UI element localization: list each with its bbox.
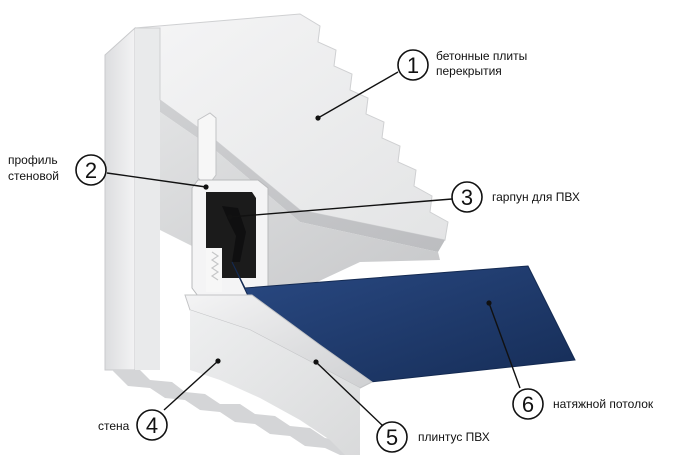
callout-label-1-line-1: бетонные плиты [436, 49, 527, 63]
callout-label-3: гарпун для ПВХ [492, 190, 580, 204]
callout-label-6: натяжной потолок [553, 397, 654, 411]
leader-dot-6 [486, 300, 492, 306]
callout-4: 4 стена [98, 409, 168, 441]
leader-dots [203, 115, 492, 365]
leader-dot-3 [227, 214, 233, 220]
leader-line-4 [163, 360, 219, 411]
callout-label-1-line-2: перекрытия [436, 64, 502, 78]
callout-2: 2 профиль стеновой [8, 153, 107, 186]
callout-circle-4 [136, 409, 168, 441]
baseboard-front-face [190, 310, 360, 455]
wall-side-face [104, 26, 136, 371]
callout-1: 1 бетонные плиты перекрытия [397, 49, 527, 81]
profile-upper-flange [197, 112, 217, 184]
wall-bottom-torn-edge [112, 370, 355, 455]
callout-number-2: 2 [85, 158, 97, 183]
callout-3: 3 гарпун для ПВХ [451, 181, 580, 213]
leader-dot-5 [313, 359, 319, 365]
callout-number-4: 4 [146, 413, 158, 438]
callout-6: 6 натяжной потолок [512, 388, 654, 420]
wall [104, 26, 355, 455]
callout-label-4: стена [98, 419, 130, 433]
callout-number-5: 5 [386, 425, 398, 450]
callout-circle-2 [75, 154, 107, 186]
callout-label-2-line-1: профиль [8, 153, 58, 167]
concrete-slab [134, 13, 449, 252]
callout-label-5: плинтус ПВХ [418, 430, 490, 444]
callout-number-6: 6 [522, 392, 534, 417]
callout-circle-5 [376, 421, 408, 453]
callout-5: 5 плинтус ПВХ [376, 421, 490, 453]
callout-label-2-line-2: стеновой [8, 169, 59, 183]
callout-number-1: 1 [407, 53, 419, 78]
leader-line-5 [315, 361, 384, 427]
leader-dot-1 [315, 115, 321, 121]
wall-edge [135, 28, 160, 370]
leader-line-3 [229, 198, 453, 218]
profile-teeth [210, 251, 220, 281]
leader-line-2 [106, 172, 207, 188]
leader-line-6 [488, 302, 521, 389]
pvc-baseboard [184, 294, 373, 455]
callout-circle-3 [451, 181, 483, 213]
wall-profile [191, 112, 269, 297]
callout-number-3: 3 [461, 185, 473, 210]
callout-circle-1 [397, 49, 429, 81]
leader-line-1 [317, 71, 399, 119]
leader-dot-2 [203, 184, 209, 190]
leader-lines [106, 71, 521, 427]
slab-underside [160, 100, 445, 252]
leader-dot-4 [215, 358, 221, 364]
callout-circle-6 [512, 388, 544, 420]
pvc-harpoon [222, 206, 246, 262]
